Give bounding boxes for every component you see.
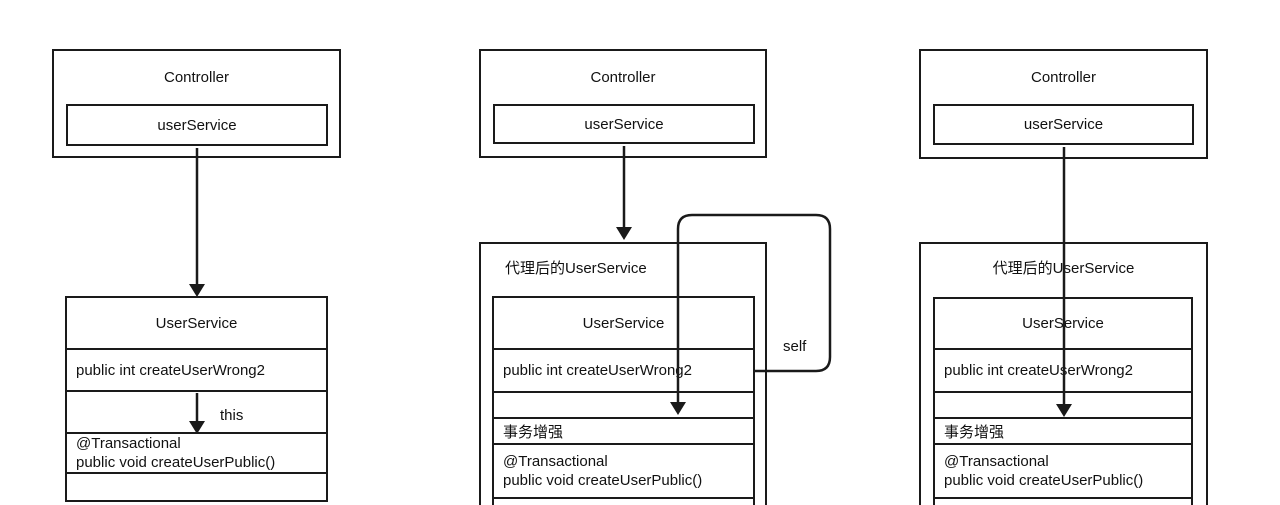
class-name-row: UserService	[67, 298, 326, 350]
controller-label: Controller	[163, 69, 230, 86]
tx-enhance-row: 事务增强	[494, 419, 753, 445]
method-row-create-user-public: @Transactional public void createUserPub…	[494, 445, 753, 499]
arrowhead-down	[616, 227, 632, 240]
user-service-class-box-2: UserService public int createUserWrong2 …	[492, 296, 755, 505]
user-service-class-box-3: UserService public int createUserWrong2 …	[933, 297, 1193, 505]
spacer-row	[494, 393, 753, 419]
user-service-field-box: userService	[66, 104, 328, 146]
spacer-row	[935, 499, 1191, 505]
create-user-public-signature: public void createUserPublic()	[76, 454, 276, 471]
user-service-class-box-1: UserService public int createUserWrong2 …	[65, 296, 328, 502]
spacer-row	[67, 474, 326, 500]
method-row-create-user-wrong2: public int createUserWrong2	[67, 350, 326, 392]
method-row-create-user-public: @Transactional public void createUserPub…	[935, 445, 1191, 499]
class-name-row: UserService	[935, 299, 1191, 350]
controller-box-3: Controller userService	[919, 49, 1208, 159]
user-service-field-label: userService	[157, 116, 237, 134]
spacer-row	[494, 499, 753, 505]
controller-box-1: Controller userService	[52, 49, 341, 158]
transactional-annotation: @Transactional	[944, 453, 1049, 470]
flow-arrow-controller-to-proxy-2	[616, 146, 632, 240]
transactional-annotation: @Transactional	[503, 453, 608, 470]
this-arrow-label: this	[220, 407, 244, 424]
transactional-annotation: @Transactional	[76, 435, 181, 452]
method-row-create-user-wrong2: public int createUserWrong2	[935, 350, 1191, 393]
class-name-row: UserService	[494, 298, 753, 350]
user-service-field-box: userService	[493, 104, 755, 144]
spacer-row	[67, 392, 326, 434]
flow-arrow-controller-to-service-1	[189, 148, 205, 297]
controller-label: Controller	[590, 69, 656, 86]
method-row-create-user-public: @Transactional public void createUserPub…	[67, 434, 326, 474]
proxy-title: 代理后的UserService	[992, 259, 1135, 277]
method-row-create-user-wrong2: public int createUserWrong2	[494, 350, 753, 393]
controller-label: Controller	[1030, 69, 1097, 86]
create-user-public-signature: public void createUserPublic()	[503, 472, 703, 489]
create-user-public-signature: public void createUserPublic()	[944, 472, 1144, 489]
proxy-title: 代理后的UserService	[505, 259, 647, 277]
user-service-field-label: userService	[1023, 116, 1104, 133]
spacer-row	[935, 393, 1191, 419]
controller-box-2: Controller userService	[479, 49, 767, 158]
self-arrow-label: self	[783, 338, 807, 355]
user-service-field-label: userService	[584, 115, 664, 133]
user-service-field-box: userService	[933, 104, 1194, 145]
tx-enhance-row: 事务增强	[935, 419, 1191, 445]
